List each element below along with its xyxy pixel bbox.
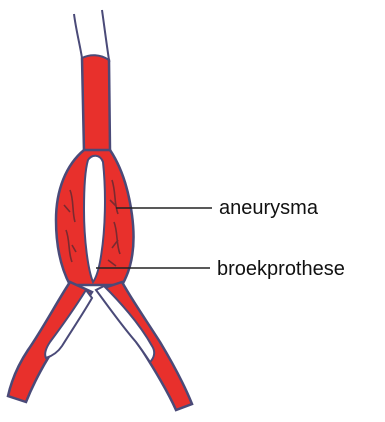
graft-top-stub — [74, 10, 109, 60]
aorta-top — [82, 53, 110, 153]
label-broekprothese: broekprothese — [217, 259, 345, 279]
label-aneurysma: aneurysma — [219, 198, 318, 218]
